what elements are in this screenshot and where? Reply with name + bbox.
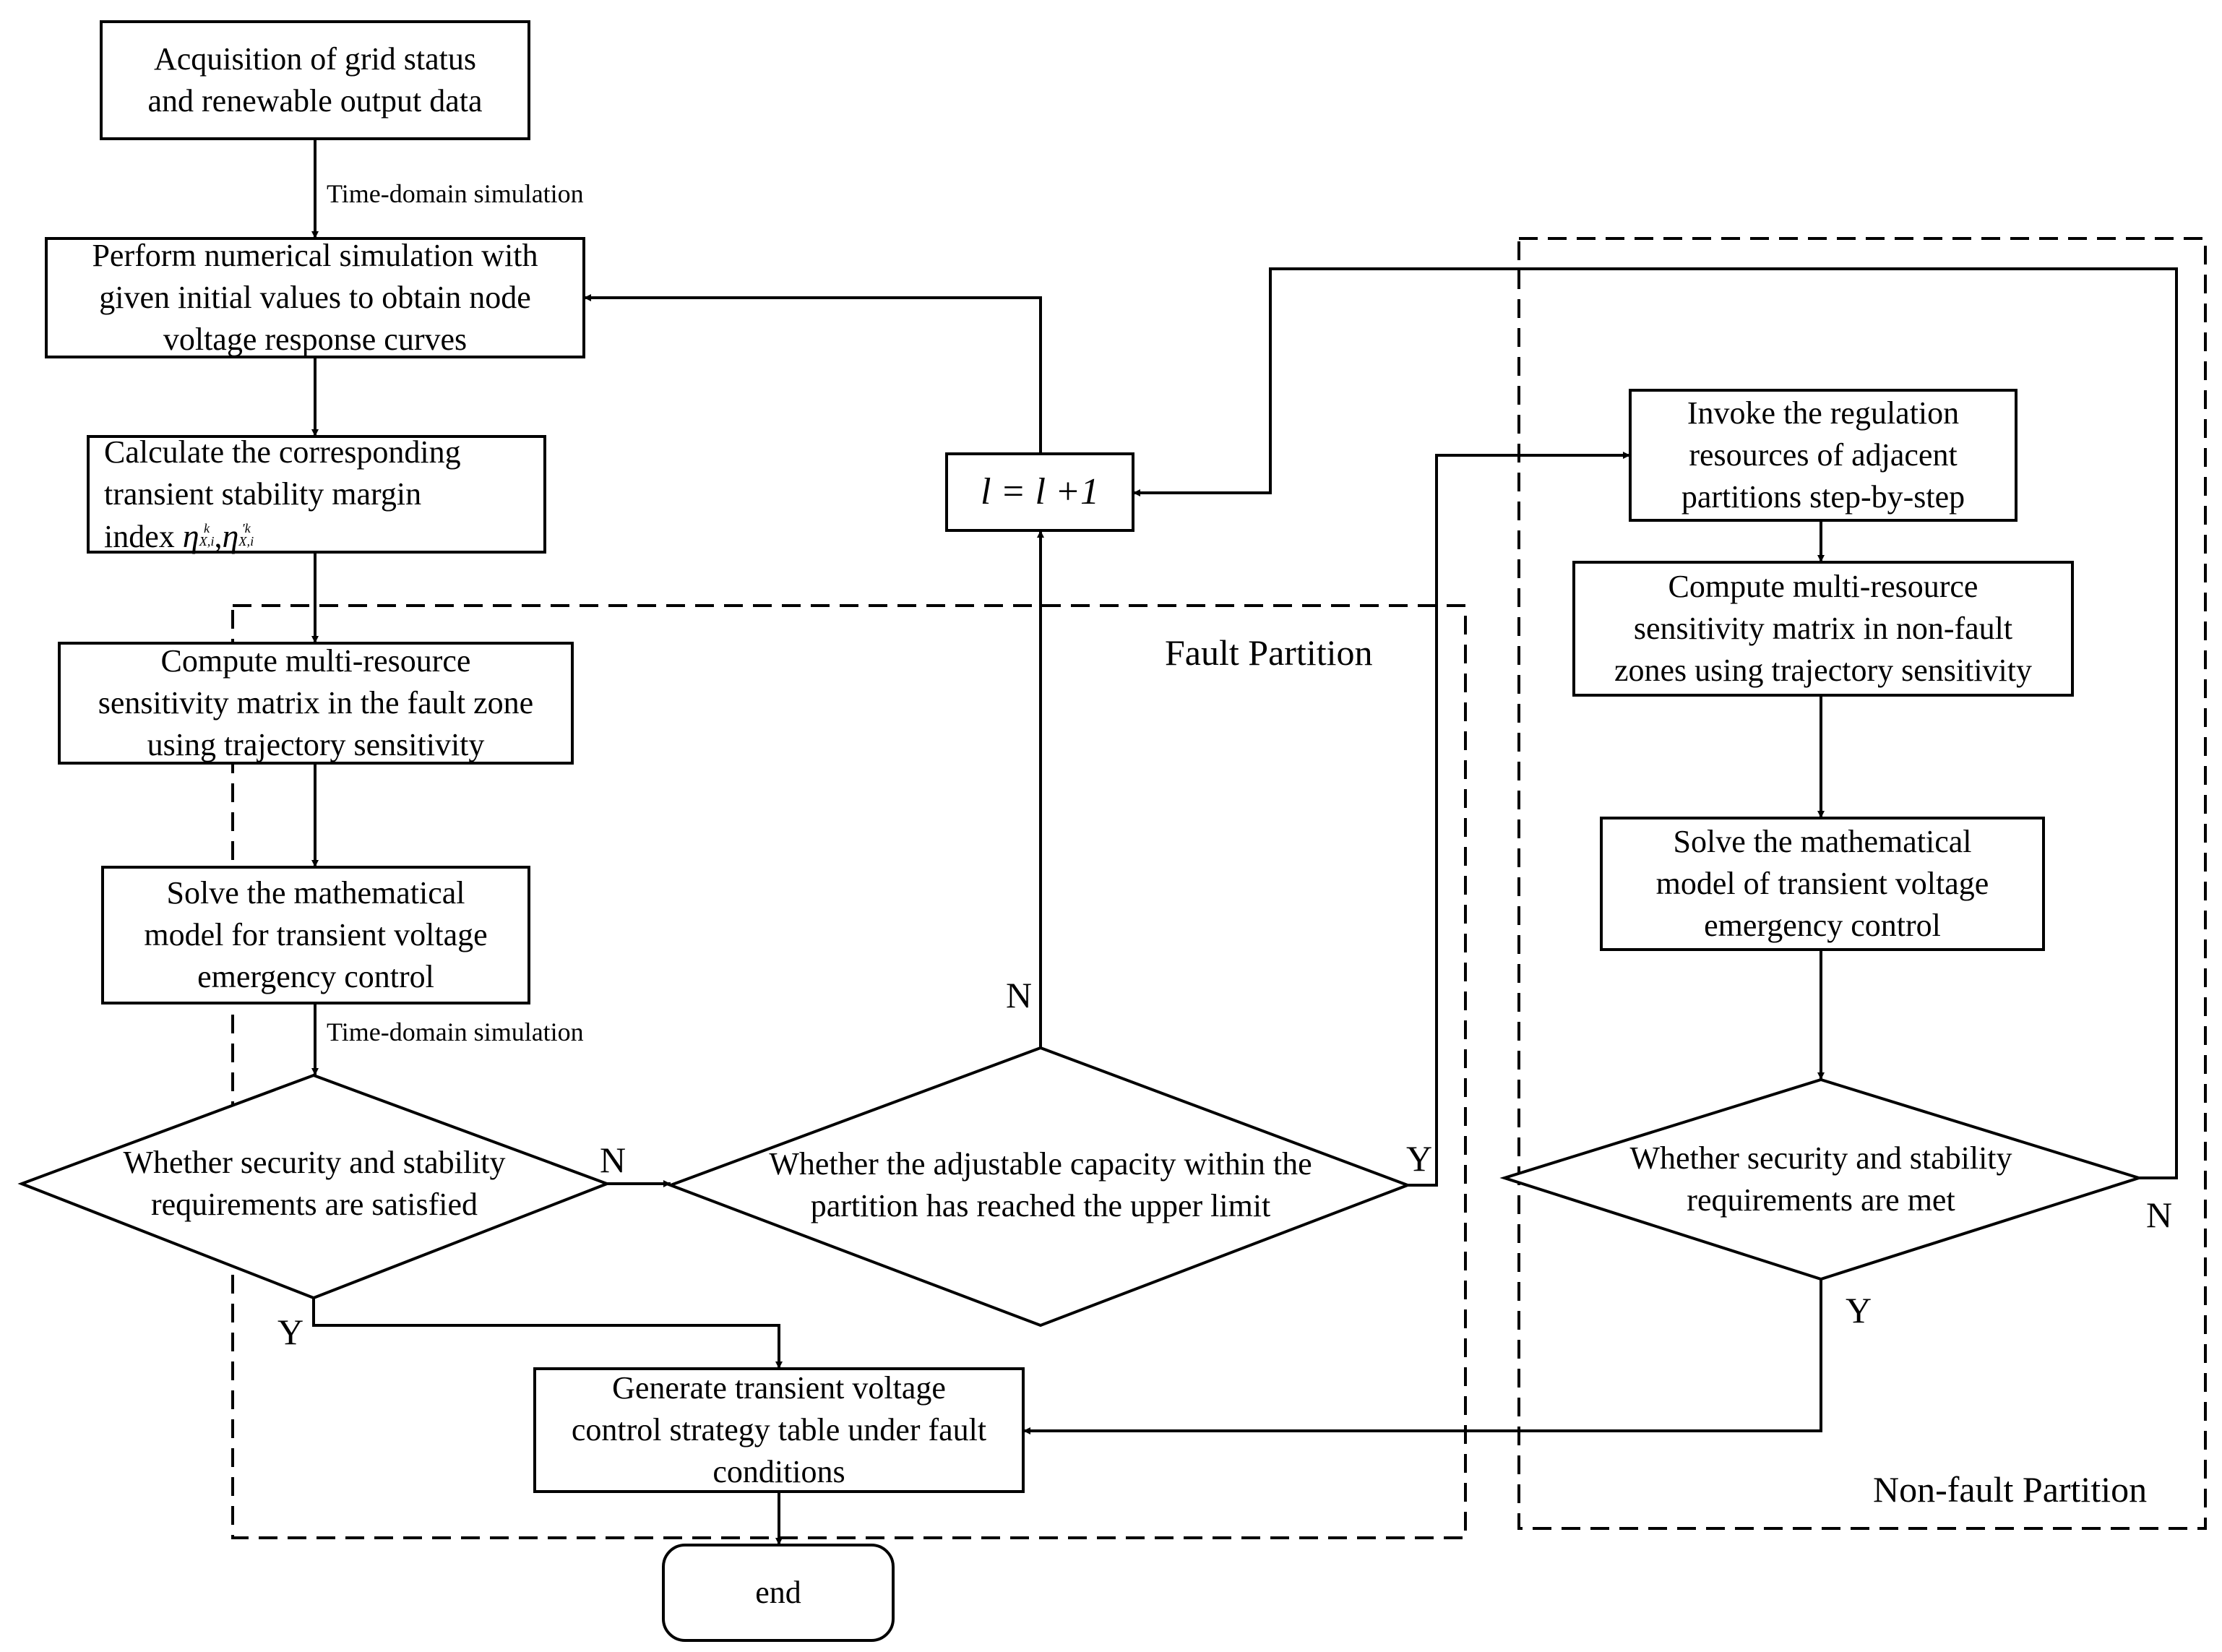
fault-partition-label: Fault Partition [1165,632,1373,673]
nonfault-solve-line-3: emergency control [1704,908,1941,943]
fault-sens-box: Compute multi-resource sensitivity matri… [59,643,572,763]
margin-eta-2: η [222,517,239,554]
nonfault-sens-box: Compute multi-resource sensitivity matri… [1574,562,2072,695]
margin-eta-2-sub: X,i [238,534,254,549]
invoke-box-frame [1629,389,2018,522]
nonfault-solve-line-2: model of transient voltage [1655,866,1989,901]
nonfault-partition-label: Non-fault Partition [1873,1469,2148,1510]
nonfault-sens-box-frame [1572,561,2074,697]
generate-line-3: conditions [712,1454,845,1489]
fault-sens-line-1: Compute multi-resource [160,643,471,679]
invoke-box: Invoke the regulation resources of adjac… [1630,390,2016,520]
capacity-check-text: Whether the adjustable capacity within t… [730,1142,1351,1229]
nonfault-check-line-1: Whether security and stability [1629,1140,2012,1176]
margin-box: Calculate the corresponding transient st… [88,434,545,554]
simulate-line-1: Perform numerical simulation with [92,238,538,273]
capacity-check-diamond [666,1046,1412,1328]
fault-solve-line-1: Solve the mathematical [166,875,465,911]
margin-line-1: Calculate the corresponding [104,434,461,470]
nonfault-no-label: N [2146,1195,2173,1235]
generate-line-2: control strategy table under fault [571,1412,987,1447]
end-label: end [755,1575,801,1610]
fault-solve-box: Solve the mathematical model for transie… [103,867,529,1003]
margin-eta-1-sup: k [203,521,210,536]
capacity-check-line-1: Whether the adjustable capacity within t… [769,1146,1312,1182]
margin-box-frame [87,435,546,554]
nonfault-solve-box: Solve the mathematical model of transien… [1601,818,2044,950]
nonfault-solve-box-frame [1600,817,2045,951]
nonfault-check-text: Whether security and stability requireme… [1597,1136,2045,1223]
capacity-yes-label: Y [1406,1138,1433,1179]
tds-label-1: Time-domain simulation [327,179,584,208]
fault-check-text: Whether security and stability requireme… [87,1140,542,1227]
generate-box: Generate transient voltage control strat… [535,1369,1023,1492]
nonfault-solve-line-1: Solve the mathematical [1673,824,1972,859]
margin-eta-1: η [182,517,199,554]
fault-partition-region [231,604,1467,1539]
increment-label: l = l +1 [980,471,1100,512]
nonfault-sens-line-3: zones using trajectory sensitivity [1614,653,2032,688]
margin-line-2: transient stability margin [104,476,422,512]
fault-check-line-2: requirements are satisfied [150,1187,478,1222]
increment-box-frame [945,452,1134,532]
fault-check-line-1: Whether security and stability [123,1145,506,1180]
margin-eta-2-sup: ′k [241,521,251,536]
end-terminal: end [663,1545,893,1640]
fault-sens-box-frame [58,642,574,765]
simulate-line-3: voltage response curves [163,322,468,357]
invoke-line-1: Invoke the regulation [1687,395,1960,431]
fault-solve-line-3: emergency control [197,959,434,994]
fault-check-yes-label: Y [277,1312,304,1352]
nonfault-sens-line-1: Compute multi-resource [1668,569,1978,604]
invoke-line-3: partitions step-by-step [1681,479,1965,515]
nonfault-check-line-2: requirements are met [1687,1182,1955,1218]
increment-box: l = l +1 [947,454,1133,530]
nonfault-partition-region [1517,237,2207,1530]
fault-solve-line-2: model for transient voltage [144,917,488,952]
simulate-line-2: given initial values to obtain node [99,280,531,315]
margin-index-prefix: index [104,518,175,554]
capacity-check-line-2: partition has reached the upper limit [810,1188,1271,1223]
acquire-box-frame [100,20,530,140]
invoke-line-2: resources of adjacent [1689,437,1958,473]
simulate-box: Perform numerical simulation with given … [46,238,584,357]
fault-sens-line-2: sensitivity matrix in the fault zone [98,685,534,720]
fault-sens-line-3: using trajectory sensitivity [147,727,485,762]
tds-label-2: Time-domain simulation [327,1018,584,1046]
nonfault-yes-label: Y [1846,1290,1872,1330]
fault-check-no-label: N [600,1140,626,1180]
capacity-no-label: N [1006,975,1033,1015]
nonfault-sens-line-2: sensitivity matrix in non-fault [1633,611,2013,646]
generate-line-1: Generate transient voltage [612,1370,946,1406]
acquire-line-2: and renewable output data [147,83,483,119]
margin-eta-1-sub: X,i [199,534,215,549]
margin-sep: , [214,518,223,554]
acquire-box: Acquisition of grid status and renewable… [101,22,529,139]
acquire-line-1: Acquisition of grid status [153,41,477,77]
